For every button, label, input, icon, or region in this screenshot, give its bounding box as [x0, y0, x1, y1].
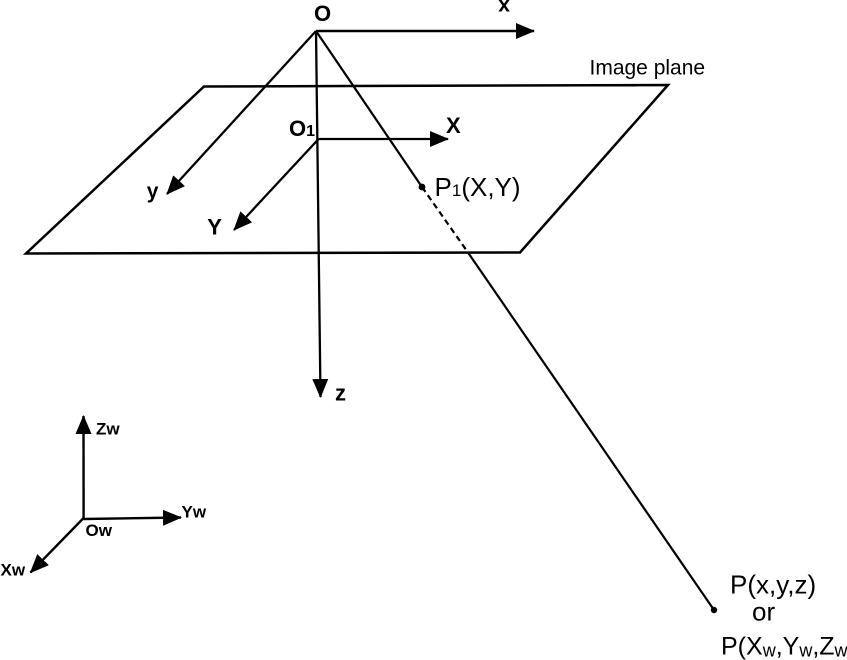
svg-text:O: O	[314, 1, 331, 26]
svg-text:Ow: Ow	[86, 521, 113, 540]
svg-text:Image plane: Image plane	[590, 57, 706, 80]
svg-text:P(Xw,Yw,Zw): P(Xw,Yw,Zw)	[721, 632, 847, 660]
svg-text:Yw: Yw	[182, 503, 207, 522]
svg-text:Zw: Zw	[96, 420, 120, 439]
svg-text:z: z	[335, 380, 346, 405]
svg-text:y: y	[147, 180, 159, 203]
svg-text:Xw: Xw	[1, 561, 26, 580]
svg-text:X: X	[446, 113, 461, 138]
svg-text:O1: O1	[289, 116, 315, 141]
svg-text:x: x	[498, 0, 510, 17]
svg-text:P1(X,Y): P1(X,Y)	[435, 172, 521, 202]
svg-text:or: or	[752, 597, 775, 627]
svg-text:P(x,y,z): P(x,y,z)	[730, 570, 816, 600]
svg-text:Y: Y	[207, 215, 222, 240]
